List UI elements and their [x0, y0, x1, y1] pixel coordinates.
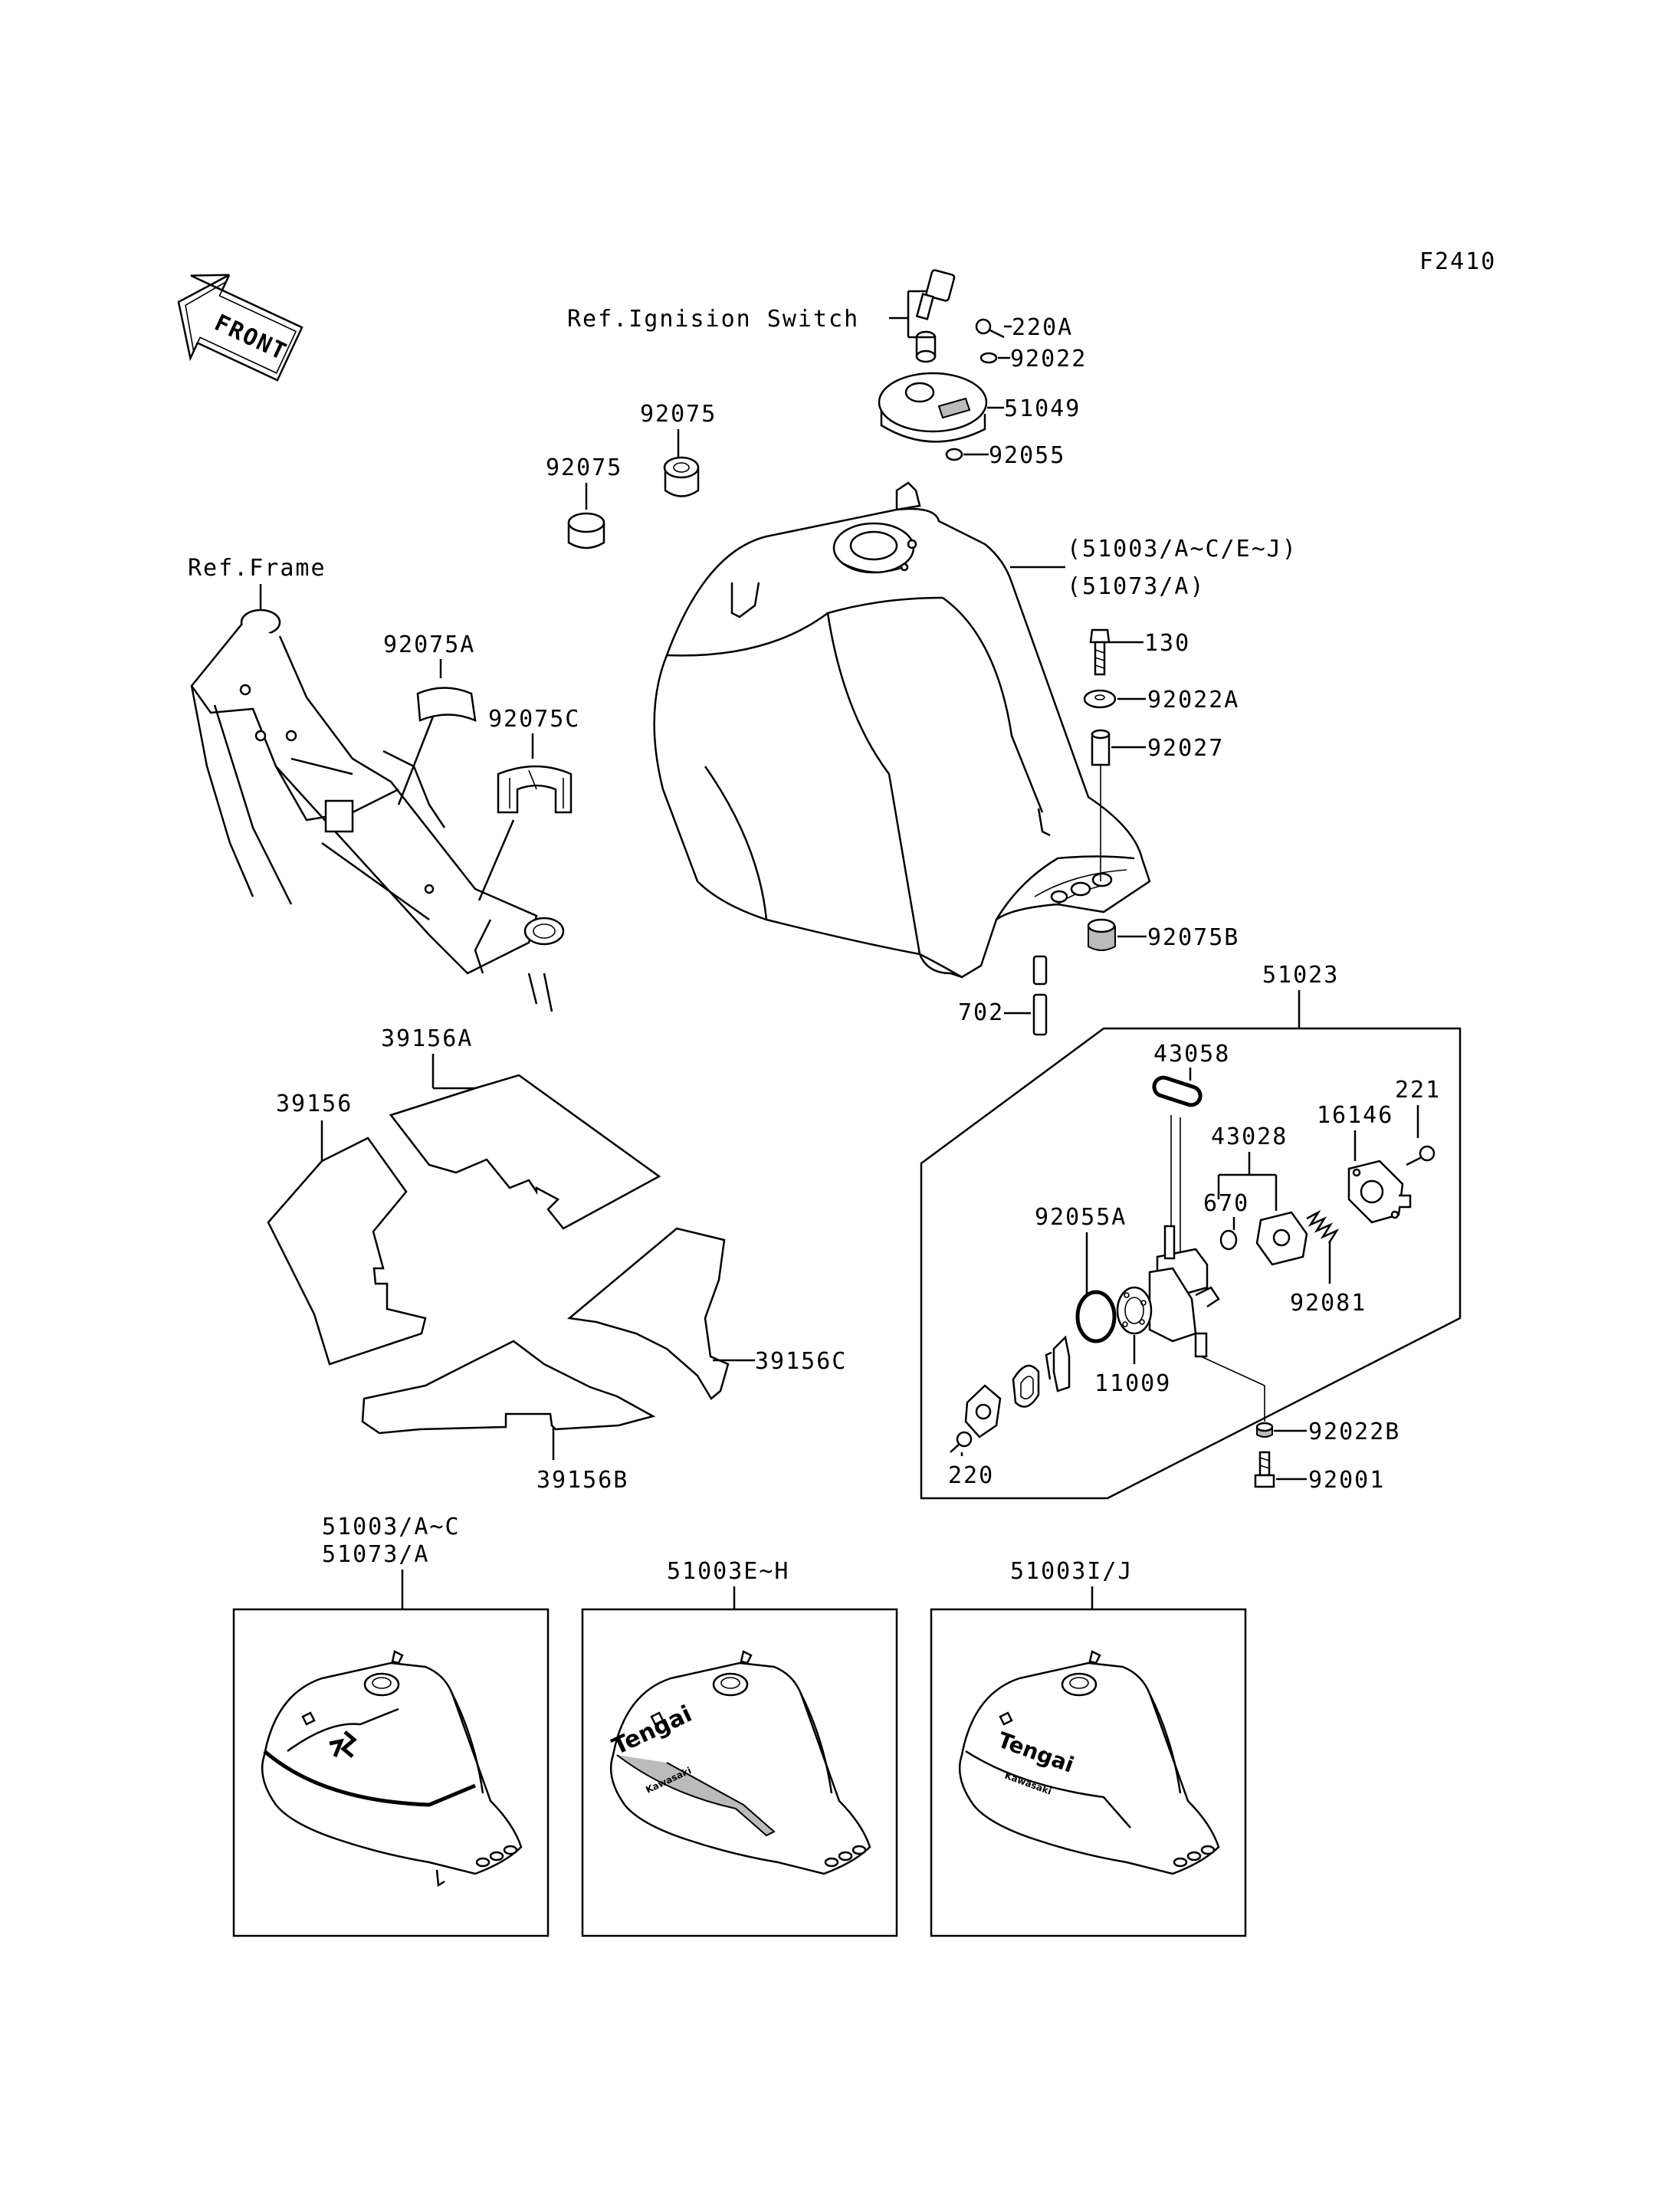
diaphragm-43028-icon — [1255, 1211, 1308, 1266]
label-92022b: 92022B — [1308, 1419, 1400, 1445]
oring-92055-icon — [945, 448, 963, 461]
label-11009: 11009 — [1094, 1370, 1171, 1397]
label-92022: 92022 — [1010, 346, 1087, 372]
label-92081: 92081 — [1290, 1290, 1367, 1317]
variant-1-panel — [232, 1608, 550, 1937]
ring-670-icon — [1219, 1229, 1238, 1251]
variant-1-label-line1: 51003/A~C — [322, 1514, 461, 1540]
label-39156c: 39156C — [755, 1348, 847, 1375]
collar-92027-icon — [1091, 729, 1111, 766]
label-221: 221 — [1395, 1077, 1441, 1104]
lock-cylinder-icon — [915, 330, 937, 363]
label-tank-part-numbers-1: (51003/A~C/E~J) — [1067, 536, 1298, 563]
label-92075-top: 92075 — [640, 401, 717, 428]
label-92075a: 92075A — [383, 631, 475, 658]
ignition-key-icon — [915, 269, 956, 320]
label-16146: 16146 — [1317, 1102, 1393, 1129]
variant-3-tank-icon: Tengai Kawasaki — [958, 1650, 1220, 1875]
screw-220a-icon — [975, 318, 1005, 339]
label-92027: 92027 — [1147, 735, 1224, 762]
pad-39156-shape — [267, 1137, 427, 1366]
pad-39156c-shape — [567, 1227, 730, 1400]
damper-92075-left-icon — [567, 512, 605, 549]
label-670: 670 — [1203, 1190, 1249, 1217]
label-39156a: 39156A — [381, 1025, 473, 1052]
front-direction-arrow-icon: FRONT — [177, 274, 304, 382]
label-92055a: 92055A — [1035, 1204, 1127, 1231]
fuel-cock-body-icon — [1148, 1115, 1220, 1358]
label-92075c: 92075C — [488, 706, 580, 733]
plate-icon — [964, 1384, 1002, 1438]
label-92001: 92001 — [1308, 1467, 1385, 1494]
pad-39156b-shape — [361, 1340, 656, 1435]
label-220a: 220A — [1012, 314, 1073, 341]
label-39156: 39156 — [276, 1091, 353, 1117]
gasket-11009-icon — [1116, 1286, 1153, 1335]
oring-92055a-icon — [1075, 1290, 1117, 1343]
label-39156b: 39156B — [536, 1467, 628, 1494]
variant-3-label-line1: 51003I/J — [1010, 1558, 1134, 1585]
label-43058: 43058 — [1153, 1041, 1230, 1068]
bolt-92001-icon — [1254, 1451, 1275, 1488]
variant-2-label-line1: 51003E~H — [667, 1558, 790, 1585]
fuel-cock-lever-icon — [1045, 1335, 1071, 1392]
seal-icon — [1012, 1364, 1040, 1408]
label-220: 220 — [948, 1462, 994, 1489]
cover-16146-icon — [1347, 1160, 1412, 1224]
variant-1-label-line2: 51073/A — [322, 1541, 429, 1568]
figure-code: F2410 — [1419, 248, 1496, 275]
gasket-43058-icon — [1152, 1075, 1203, 1107]
variant-1-tank-icon — [261, 1650, 523, 1888]
fuel-cap-51049-icon — [878, 372, 988, 443]
damper-92075c-icon — [497, 765, 573, 814]
label-130: 130 — [1144, 630, 1190, 657]
screw-221-icon — [1406, 1145, 1436, 1166]
damper-92075a-icon — [416, 687, 477, 723]
washer-92022b-icon — [1255, 1422, 1274, 1438]
variant-3-panel — [930, 1608, 1247, 1937]
pad-39156a-shape — [389, 1074, 661, 1230]
washer-92022-icon — [979, 352, 998, 364]
label-51023: 51023 — [1262, 962, 1339, 989]
label-92055: 92055 — [989, 442, 1065, 469]
label-92075b: 92075B — [1147, 924, 1239, 951]
damper-92075b-icon — [1087, 918, 1116, 951]
pin-702-icon — [1032, 955, 1048, 1036]
spring-92081-icon — [1306, 1209, 1340, 1244]
variant-2-panel — [581, 1608, 898, 1937]
damper-92075-top-icon — [663, 456, 700, 497]
variant-2-tank-icon: Tengai Kawasaki — [609, 1650, 871, 1875]
label-702: 702 — [958, 999, 1004, 1026]
fuel-tank-icon — [653, 481, 1151, 979]
fuel-cock-assembly-frame — [920, 1027, 1462, 1500]
ref-frame-label: Ref.Frame — [188, 555, 326, 582]
label-92022a: 92022A — [1147, 687, 1239, 713]
label-43028: 43028 — [1211, 1123, 1288, 1150]
bolt-130-icon — [1089, 628, 1111, 676]
label-92075-left: 92075 — [546, 454, 622, 481]
frame-icon — [190, 608, 565, 1012]
ref-ignition-switch-label: Ref.Ignision Switch — [567, 306, 859, 333]
washer-92022a-icon — [1083, 689, 1117, 709]
screw-220-icon — [950, 1431, 973, 1453]
label-51049: 51049 — [1004, 395, 1081, 422]
label-tank-part-numbers-2: (51073/A) — [1067, 573, 1206, 600]
